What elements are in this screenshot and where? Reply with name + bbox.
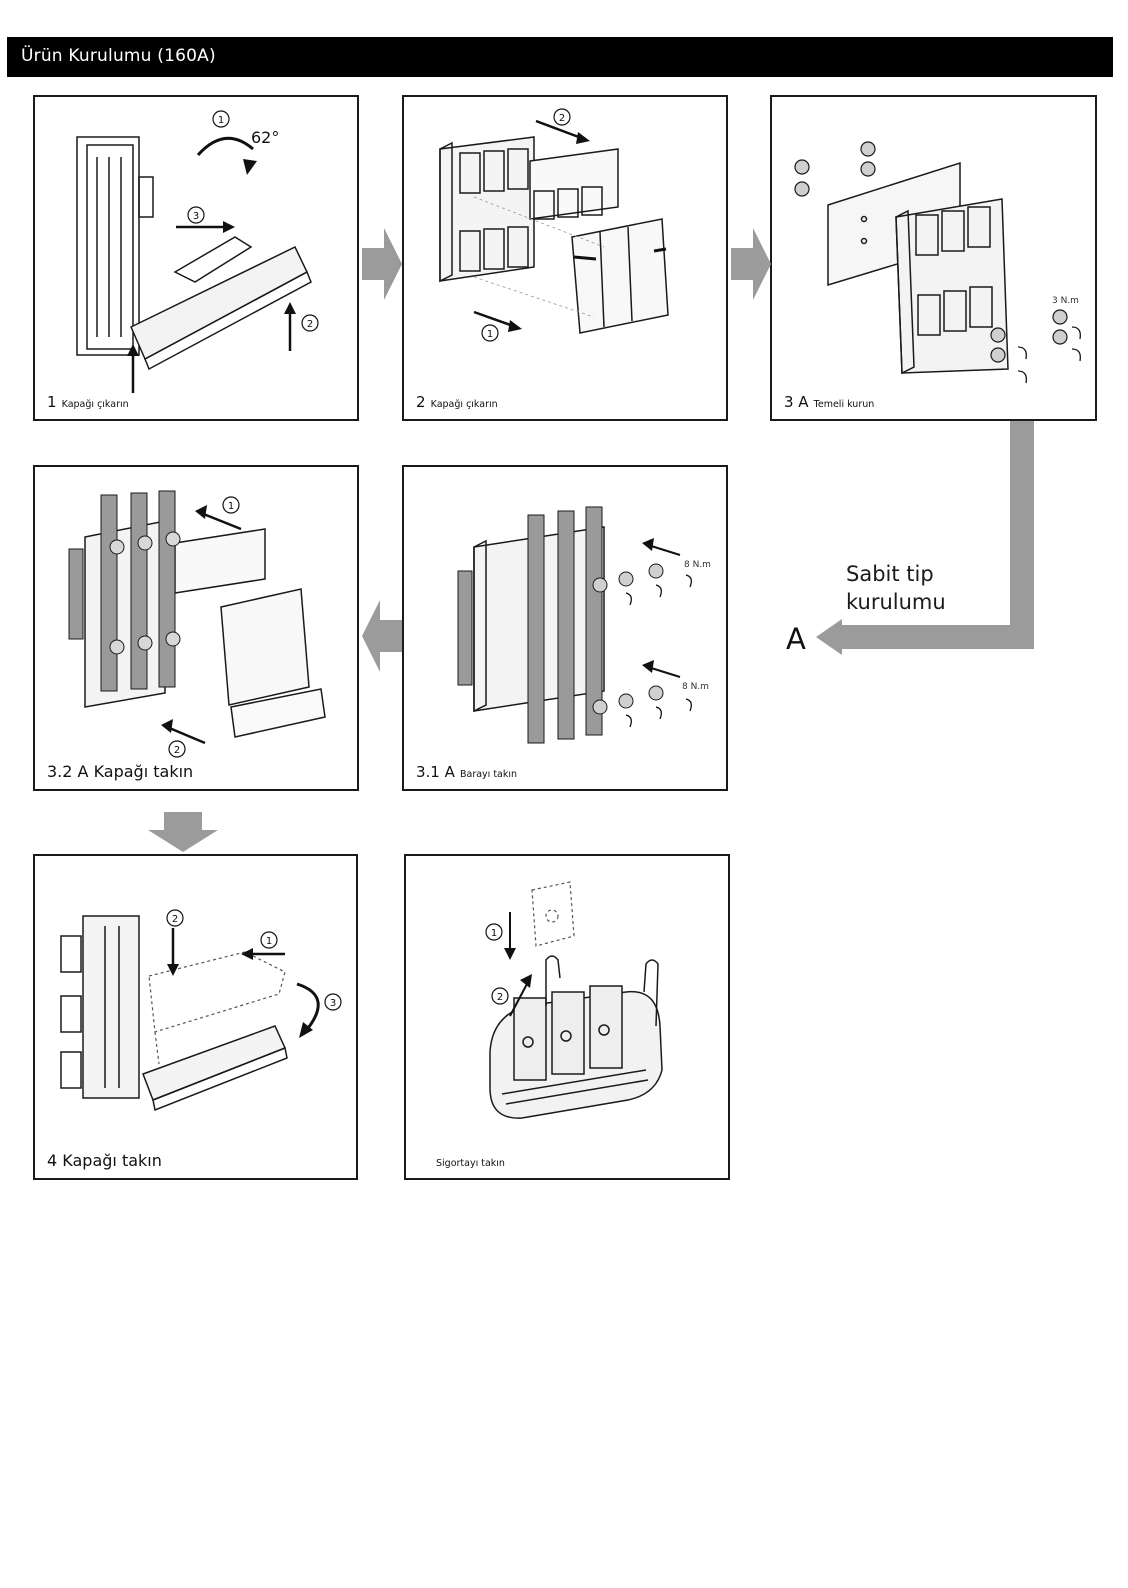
- flow-arrow-right: [362, 228, 402, 300]
- caption-text: Sigortayı takın: [436, 1158, 505, 1169]
- step-panel-2: 2 1 2 Kapağı çıkarın: [402, 95, 728, 421]
- caption-step-4: 4 Kapağı takın: [47, 1151, 162, 1170]
- torque-label: 3 N.m: [1052, 296, 1079, 306]
- caption-text: Kapağı çıkarın: [431, 399, 498, 410]
- caption-step-1: 1 Kapağı çıkarın: [47, 392, 129, 411]
- step-marker-3: 3: [193, 211, 199, 222]
- step-panel-3-1a: 8 N.m 8 N.m 3.1 A Barayı takın: [402, 465, 728, 791]
- step-marker-2: 2: [497, 992, 503, 1003]
- caption-step-2: 2 Kapağı çıkarın: [416, 392, 498, 411]
- caption-fuse: Sigortayı takın: [436, 1151, 505, 1170]
- flow-arrow-down: [148, 812, 218, 852]
- caption-number: 3.2 A: [47, 762, 88, 781]
- caption-text: Kapağı takın: [62, 1151, 162, 1170]
- step-marker-2: 2: [307, 319, 313, 330]
- step-panel-1: 1 3 2 62° 1 Kapağı çıkarın: [33, 95, 359, 421]
- torque-label-bottom: 8 N.m: [682, 682, 709, 692]
- step3a-illustration: 3 N.m: [772, 97, 1095, 419]
- header-bar: Ürün Kurulumu (160A): [7, 37, 1113, 77]
- step-marker-2: 2: [174, 745, 180, 756]
- caption-step-3a: 3 A Temeli kurun: [784, 392, 874, 411]
- step4-illustration: 2 1 3: [35, 856, 356, 1178]
- step-marker-2: 2: [559, 113, 565, 124]
- step3-2a-illustration: 1 2: [35, 467, 357, 789]
- caption-text: Kapağı çıkarın: [62, 399, 129, 410]
- caption-number: 1: [47, 393, 57, 411]
- flow-arrow-left: [362, 600, 402, 672]
- step-marker-2: 2: [172, 914, 178, 925]
- step-panel-3-2a: 1 2 3.2 A Kapağı takın: [33, 465, 359, 791]
- step3-1a-illustration: 8 N.m 8 N.m: [404, 467, 726, 789]
- step-marker-1: 1: [228, 501, 234, 512]
- caption-number: 3.1 A: [416, 763, 455, 781]
- step-marker-1: 1: [491, 928, 497, 939]
- caption-text: Temeli kurun: [814, 399, 875, 410]
- caption-text: Barayı takın: [460, 769, 517, 780]
- page-title: Ürün Kurulumu (160A): [21, 46, 216, 66]
- fixed-type-line2: kurulumu: [846, 588, 946, 616]
- step-panel-4: 2 1 3 4 Kapağı takın: [33, 854, 358, 1180]
- caption-text: Kapağı takın: [94, 762, 194, 781]
- step-panel-3a: 3 N.m 3 A Temeli kurun: [770, 95, 1097, 421]
- fixed-type-line1: Sabit tip: [846, 560, 946, 588]
- torque-label-top: 8 N.m: [684, 560, 711, 570]
- step-marker-1: 1: [218, 115, 224, 126]
- step-marker-1: 1: [266, 936, 272, 947]
- flow-arrow-l-shape: [812, 421, 1036, 655]
- caption-number: 3 A: [784, 393, 809, 411]
- step-marker-3: 3: [330, 998, 336, 1009]
- step2-illustration: 2 1: [404, 97, 726, 419]
- caption-number: 2: [416, 393, 426, 411]
- step-marker-1: 1: [487, 329, 493, 340]
- fuse-illustration: 1 2: [406, 856, 728, 1178]
- caption-step-3-1a: 3.1 A Barayı takın: [416, 762, 517, 781]
- marker-a: A: [786, 622, 806, 656]
- flow-arrow-right: [731, 228, 771, 300]
- step-panel-fuse: 1 2 Sigortayı takın: [404, 854, 730, 1180]
- fixed-type-label: Sabit tip kurulumu: [846, 560, 946, 616]
- caption-step-3-2a: 3.2 A Kapağı takın: [47, 762, 193, 781]
- caption-number: 4: [47, 1151, 57, 1170]
- rotation-angle: 62°: [251, 128, 279, 147]
- step1-illustration: 1 3 2 62°: [35, 97, 357, 419]
